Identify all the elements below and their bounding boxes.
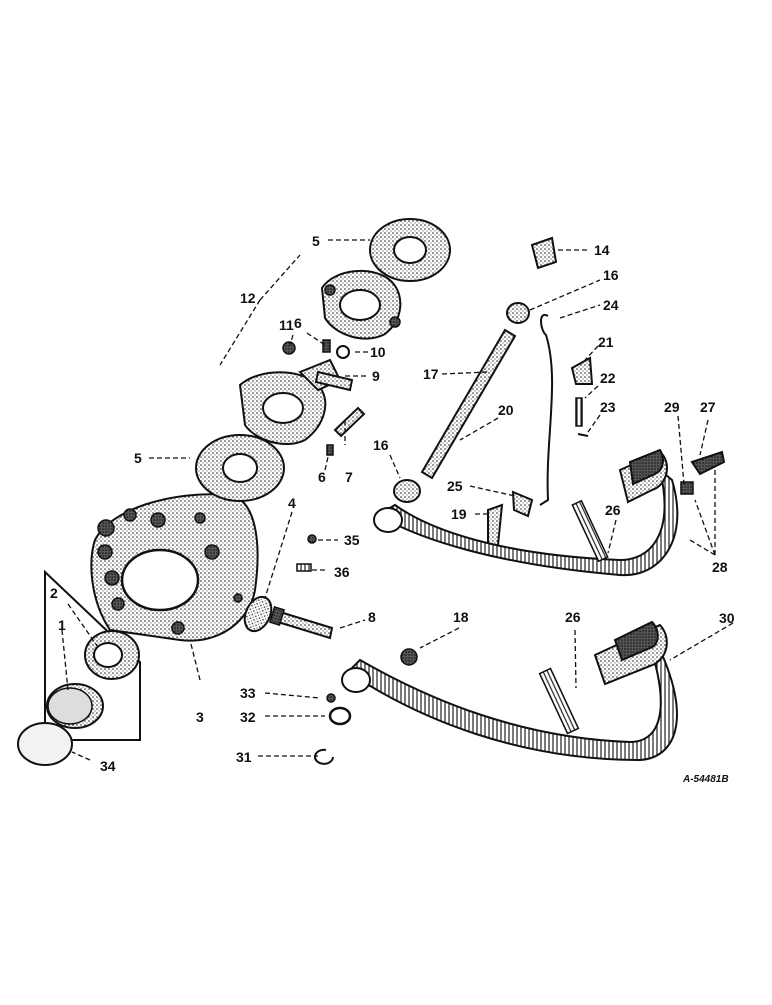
callout-24: 24 [603, 297, 619, 313]
brake-disc-upper [369, 218, 451, 282]
clip-29 [680, 481, 694, 495]
pin-33 [326, 693, 336, 703]
callout-28: 28 [712, 559, 728, 575]
callout-17: 17 [423, 366, 439, 382]
link-9 [314, 370, 354, 392]
actuating-plate-front [238, 358, 342, 445]
callout-21: 21 [598, 334, 614, 350]
callout-20: 20 [498, 402, 514, 418]
seal-cap [46, 683, 104, 729]
pawl-21 [570, 356, 594, 385]
callout-5-lower: 5 [134, 450, 142, 466]
spring-22 [575, 397, 583, 427]
callout-5-upper: 5 [312, 233, 320, 249]
callout-4: 4 [288, 495, 296, 511]
bolt-8 [268, 605, 334, 640]
callout-10: 10 [370, 344, 386, 360]
callout-34: 34 [100, 758, 116, 774]
knob-18 [400, 648, 418, 666]
spring-36 [296, 563, 312, 572]
brake-disc-lower [195, 434, 285, 502]
callout-18: 18 [453, 609, 469, 625]
pin-23 [577, 433, 589, 437]
callout-11: 11 [279, 317, 294, 333]
callout-36: 36 [334, 564, 350, 580]
callout-1: 1 [58, 617, 66, 633]
callout-labels: 1 2 3 4 5 5 6 6 7 8 9 10 11 12 14 16 16 … [50, 233, 735, 785]
callout-25: 25 [447, 478, 463, 494]
callout-22: 22 [600, 370, 616, 386]
callout-6-upper: 6 [294, 315, 302, 331]
bearing [84, 630, 140, 680]
snap-ring-31 [314, 748, 334, 765]
pin-6a [322, 339, 331, 353]
actuating-plate-rear [320, 270, 402, 340]
brake-housing [90, 493, 259, 642]
callout-3: 3 [196, 709, 204, 725]
callout-31: 31 [236, 749, 252, 765]
callout-16-lower: 16 [373, 437, 389, 453]
callout-19: 19 [451, 506, 467, 522]
nut-11 [282, 341, 296, 355]
pin-6b [326, 444, 334, 456]
callout-9: 9 [372, 368, 380, 384]
block-14 [530, 236, 558, 270]
ball-10 [336, 345, 350, 359]
link-7 [333, 406, 366, 438]
spring-26-upper [571, 499, 609, 563]
callout-6-lower: 6 [318, 469, 326, 485]
callout-7: 7 [345, 469, 353, 485]
callout-8: 8 [368, 609, 376, 625]
latch-25 [511, 490, 534, 518]
upper-pedal [373, 448, 679, 577]
callout-32: 32 [240, 709, 256, 725]
rod-24 [539, 313, 554, 506]
callout-16-upper: 16 [603, 267, 619, 283]
callout-14: 14 [594, 242, 610, 258]
cross-shaft [420, 328, 517, 480]
lower-pedal [341, 620, 678, 762]
reference-code: A-54481B [682, 774, 729, 785]
callout-30: 30 [719, 610, 735, 626]
leader-lines [61, 239, 734, 761]
plug [17, 722, 73, 766]
callout-2: 2 [50, 585, 58, 601]
callout-27: 27 [700, 399, 716, 415]
callout-35: 35 [344, 532, 360, 548]
callout-33: 33 [240, 685, 256, 701]
callout-23: 23 [600, 399, 616, 415]
washer-32 [328, 706, 352, 726]
callout-26-lower: 26 [565, 609, 581, 625]
pad-27 [690, 450, 726, 476]
screw-35 [307, 534, 317, 544]
bushing-16-lower [393, 479, 421, 503]
spring-26-lower [538, 667, 580, 735]
bushing-16-upper [506, 302, 530, 324]
callout-29: 29 [664, 399, 680, 415]
callout-26-upper: 26 [605, 502, 621, 518]
callout-12: 12 [240, 290, 256, 306]
